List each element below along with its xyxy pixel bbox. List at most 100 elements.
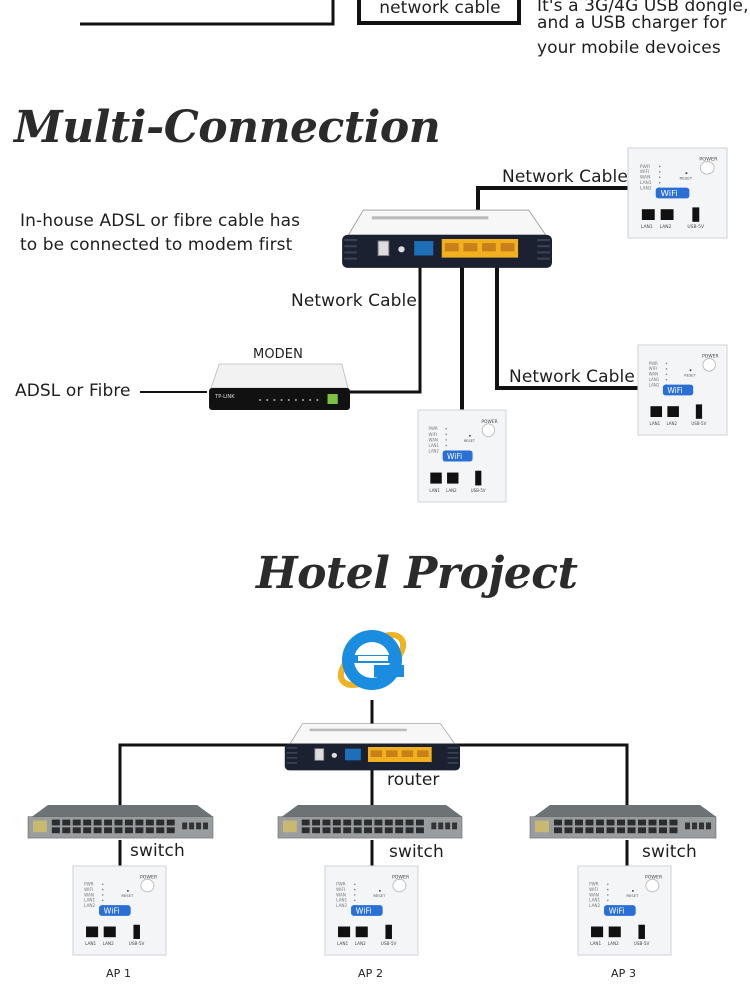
sfp-port-icon xyxy=(699,822,704,830)
switch-port-icon xyxy=(575,819,583,826)
note-line: to be connected to modem first xyxy=(20,235,293,255)
led-icon xyxy=(353,888,356,891)
reset-icon xyxy=(331,752,337,758)
lan-port-icon xyxy=(103,926,116,938)
panel-text: USB-5V xyxy=(634,941,650,946)
panel-text: LAN2 xyxy=(640,186,652,192)
sfp-port-icon xyxy=(196,822,202,830)
lan-port-icon xyxy=(463,243,478,252)
panel-text: WAN xyxy=(84,892,94,897)
power-button-icon xyxy=(481,423,495,438)
switch-port-icon xyxy=(405,827,414,834)
switch-port-icon xyxy=(322,819,331,826)
switch-port-icon xyxy=(166,819,175,826)
input-label: ADSL or Fibre xyxy=(15,381,131,401)
switch-port-icon xyxy=(416,827,424,834)
panel-text: LAN2 xyxy=(336,903,347,908)
sfp-port-icon xyxy=(692,822,697,830)
router xyxy=(284,723,460,771)
panel-text: WAN xyxy=(336,892,346,897)
wan-port-icon xyxy=(344,748,361,761)
panel-text: POWER xyxy=(702,354,718,360)
wifi-badge xyxy=(351,905,383,916)
usb-port-icon xyxy=(695,404,703,419)
panel-text: WIFI xyxy=(649,366,658,371)
led-icon xyxy=(273,399,276,401)
power-jack-icon xyxy=(314,748,325,761)
panel-text: LAN2 xyxy=(429,448,440,453)
switch-port-icon xyxy=(62,827,71,834)
switch-label: switch xyxy=(389,842,444,862)
lan-port-icon xyxy=(355,926,368,938)
lan-ports-icon xyxy=(367,747,432,762)
lan-port-icon xyxy=(430,472,442,484)
network-switch xyxy=(277,805,463,839)
network-cable-line xyxy=(80,0,335,26)
router xyxy=(342,209,552,268)
switch-port-icon xyxy=(627,819,636,826)
usb-port-icon xyxy=(638,924,645,939)
switch-port-icon xyxy=(659,827,667,834)
panel-text: TP-LINK xyxy=(214,394,235,400)
reset-icon xyxy=(631,890,634,892)
panel-text: USB-5V xyxy=(691,421,706,426)
switch-port-icon xyxy=(416,819,424,826)
switch-top xyxy=(534,805,716,817)
switch-badge xyxy=(282,820,297,833)
led-icon xyxy=(445,439,447,441)
panel-text: WiFi xyxy=(356,907,372,916)
note-line: and a USB charger for xyxy=(537,13,727,33)
switch-port-icon xyxy=(72,819,81,826)
sfp-port-icon xyxy=(706,822,711,830)
panel-text: POWER xyxy=(140,875,158,881)
led-icon xyxy=(309,399,312,401)
switch-top xyxy=(281,805,462,817)
switch-port-icon xyxy=(135,819,144,826)
switch-top xyxy=(31,805,213,817)
usb-port-icon xyxy=(385,924,392,939)
panel-text: LAN1 xyxy=(649,377,660,382)
switch-port-icon xyxy=(564,819,573,826)
switch-port-icon xyxy=(353,827,362,834)
led-icon xyxy=(606,883,609,886)
led-icon xyxy=(665,368,668,370)
section-title-multi-connection: Multi-Connection xyxy=(14,102,441,153)
switch-port-icon xyxy=(353,819,362,826)
power-button-icon xyxy=(699,161,715,175)
switch-port-icon xyxy=(51,819,60,826)
switch-port-icon xyxy=(585,827,594,834)
panel-text: RESET xyxy=(373,894,386,898)
switch-port-icon xyxy=(93,827,102,834)
switch-port-icon xyxy=(104,827,113,834)
led-icon xyxy=(287,399,290,401)
switch-port-icon xyxy=(156,819,165,826)
vent-icon xyxy=(286,762,298,764)
switch-port-icon xyxy=(343,819,352,826)
wifi-badge xyxy=(604,905,636,916)
port-icon xyxy=(327,394,338,404)
switch-port-icon xyxy=(384,819,393,826)
vent-icon xyxy=(537,257,550,260)
led-icon xyxy=(445,444,447,447)
lan-ports-icon xyxy=(441,239,519,258)
switch-port-icon xyxy=(72,827,81,834)
modem-label: MODEN xyxy=(253,347,303,362)
vent-icon xyxy=(447,752,459,754)
switch-port-icon xyxy=(596,819,604,826)
panel-text: POWER xyxy=(699,157,718,163)
router-top xyxy=(289,723,456,745)
sfp-port-icon xyxy=(445,822,451,830)
switch-port-icon xyxy=(575,827,583,834)
sfp-port-icon xyxy=(685,822,690,830)
switch-port-icon xyxy=(364,827,372,834)
note-line: In-house ADSL or fibre cable has xyxy=(20,211,301,231)
panel-text: PWR xyxy=(640,164,650,170)
panel-text: RESET xyxy=(464,439,476,443)
switch-port-icon xyxy=(322,827,331,834)
panel-text: POWER xyxy=(645,875,663,881)
switch-port-icon xyxy=(135,827,144,834)
reset-icon xyxy=(126,890,129,892)
panel-text: POWER xyxy=(481,419,497,425)
panel-text: LAN1 xyxy=(650,421,661,426)
